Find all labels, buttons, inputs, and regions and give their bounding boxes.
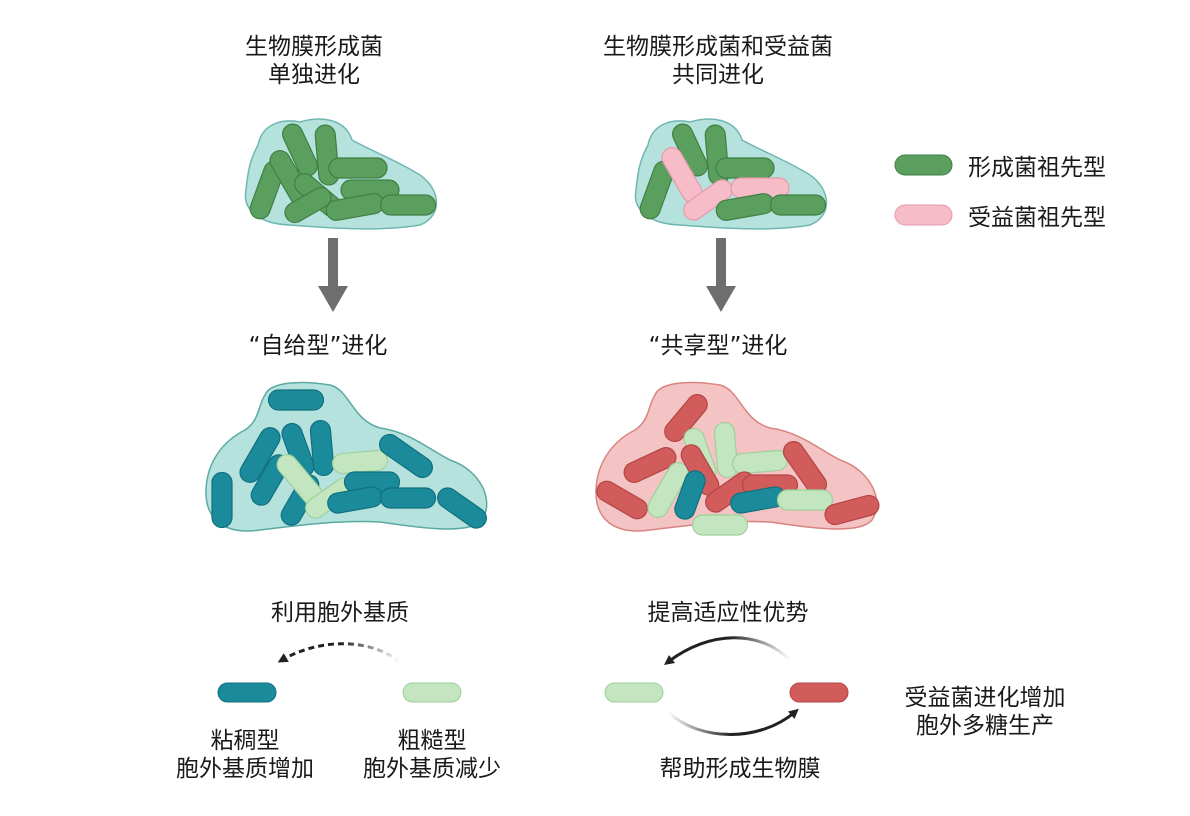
- fitness-advantage-label: 提高适应性优势: [648, 600, 809, 626]
- left-title-line2: 单独进化: [268, 62, 360, 88]
- rough-cell: [331, 449, 389, 475]
- former-ancestor-cell: [769, 194, 827, 216]
- rough-cell: [731, 449, 789, 475]
- shared-evolution-label: “共享型”进化: [649, 333, 788, 359]
- mucoid-cell: [217, 682, 277, 703]
- mucoid-label-line1: 粘稠型: [211, 728, 280, 754]
- bacteria-group-shared: [596, 393, 880, 536]
- bacteria-group-ancestral-left: [249, 123, 437, 224]
- mucoid-cell: [211, 471, 233, 529]
- arrow-beneficiary-to-former: [664, 636, 792, 666]
- evolved-beneficiary-cell: [664, 393, 708, 443]
- legend-label-former: 形成菌祖先型: [968, 155, 1106, 181]
- mucoid-cell: [309, 419, 335, 477]
- evolved-beneficiary-cell: [623, 447, 677, 483]
- legend-item-beneficiary-ancestor: 受益菌祖先型: [894, 204, 1106, 231]
- beneficiary-evolution-label-line1: 受益菌进化增加: [905, 685, 1066, 711]
- beneficiary-evolution-label-line2: 胞外多糖生产: [916, 713, 1054, 739]
- rough-cell: [647, 462, 689, 518]
- use-matrix-label: 利用胞外基质: [271, 600, 409, 626]
- left-title-line1: 生物膜形成菌: [245, 34, 383, 60]
- legend: 形成菌祖先型 受益菌祖先型: [894, 154, 1106, 231]
- mucoid-cell: [437, 487, 487, 529]
- right-title-line1: 生物膜形成菌和受益菌: [603, 34, 833, 60]
- bacteria-group-ancestral-right: [639, 123, 827, 221]
- mucoid-cell: [674, 470, 706, 520]
- self-sufficient-evolution-label: “自给型”进化: [249, 333, 388, 359]
- former-ancestor-cell: [284, 186, 332, 224]
- mucoid-cell: [267, 389, 325, 411]
- legend-swatch-beneficiary: [894, 204, 953, 226]
- former-ancestor-cell: [328, 157, 388, 179]
- former-cell: [604, 682, 664, 703]
- beneficiary-ancestor-cell: [683, 179, 733, 221]
- down-arrow-left: [318, 238, 348, 312]
- legend-label-beneficiary: 受益菌祖先型: [968, 205, 1106, 231]
- legend-swatch-former: [894, 154, 953, 176]
- rough-label-line1: 粗糙型: [398, 728, 467, 754]
- right-title-line2: 共同进化: [672, 62, 764, 88]
- rough-cell: [691, 514, 749, 536]
- dashed-arrow-rough-to-mucoid: [277, 642, 401, 664]
- beneficiary-cell: [789, 682, 849, 703]
- legend-item-former-ancestor: 形成菌祖先型: [894, 154, 1106, 181]
- arrow-former-to-beneficiary: [666, 708, 799, 736]
- rough-cell: [776, 489, 834, 511]
- mucoid-cell: [239, 427, 281, 483]
- rough-cell: [402, 682, 462, 703]
- former-ancestor-cell: [379, 194, 437, 216]
- down-arrow-right: [706, 238, 736, 312]
- mucoid-cell: [379, 487, 437, 509]
- biofilm-help-label: 帮助形成生物膜: [660, 756, 821, 782]
- mucoid-label-line2: 胞外基质增加: [176, 756, 314, 782]
- bacteria-group-self-sufficient: [211, 389, 487, 529]
- rough-cell: [713, 421, 739, 479]
- evolved-beneficiary-cell: [824, 494, 880, 526]
- former-ancestor-cell: [715, 157, 775, 179]
- former-ancestor-cell: [282, 123, 318, 177]
- evolved-beneficiary-cell: [596, 480, 648, 520]
- rough-label-line2: 胞外基质减少: [363, 756, 501, 782]
- mucoid-cell: [379, 433, 433, 479]
